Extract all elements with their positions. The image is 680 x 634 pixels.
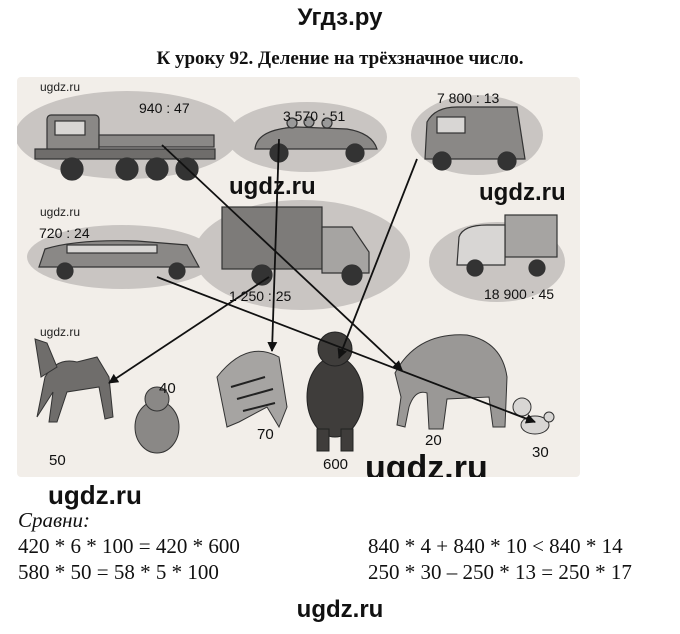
small-truck-drawing (456, 214, 558, 277)
watermark-large: ugdz.ru (48, 480, 142, 510)
tiger-value: 70 (257, 426, 274, 443)
poodle-value: 30 (532, 444, 549, 461)
tiger-drawing (216, 350, 288, 429)
elephant-drawing (394, 334, 508, 430)
watermark-large: ugdz.ru (479, 179, 566, 206)
comparison-right-1: 840 * 4 + 840 * 10 < 840 * 14 (368, 534, 623, 558)
watermark-small: ugdz.ru (40, 80, 81, 94)
horse-value: 50 (49, 452, 66, 469)
matching-arrows (108, 138, 536, 424)
arrow-van-bear (337, 158, 418, 359)
footer-watermark: ugdz.ru (296, 596, 384, 623)
monkey-drawing (134, 386, 180, 454)
arrow-truck-elephant (161, 144, 403, 371)
van-expression: 7 800 : 13 (437, 90, 499, 106)
lesson-heading: К уроку 92. Деление на трёхзначное число… (156, 48, 524, 69)
arrow-convertible-tiger (267, 138, 280, 352)
watermark-large: ugdz.ru (365, 449, 488, 477)
watermark-large: ugdz.ru (229, 173, 316, 200)
watermark-small: ugdz.ru (40, 325, 81, 339)
van-drawing (424, 106, 526, 171)
truck-drawing (34, 114, 216, 181)
covered-truck-expression: 1 250 : 25 (229, 288, 291, 304)
bear-value: 600 (323, 456, 348, 473)
monkey-value: 40 (159, 380, 176, 397)
watermark-small: ugdz.ru (40, 205, 81, 219)
arrow-covered-truck-horse (108, 276, 270, 384)
horse-drawing (34, 338, 114, 423)
illustration-drawing: 940 : 47 3 570 : 51 7 800 : 13 720 : 24 … (17, 90, 565, 473)
limousine-expression: 720 : 24 (39, 225, 90, 241)
comparison-right-2: 250 * 30 – 250 * 13 = 250 * 17 (368, 560, 632, 584)
site-title: Угдз.ру (297, 4, 383, 31)
arrow-limousine-poodle (156, 276, 536, 424)
compare-label: Сравни: (18, 508, 91, 532)
truck-expression: 940 : 47 (139, 100, 190, 116)
limousine-drawing (38, 240, 201, 280)
small-truck-expression: 18 900 : 45 (484, 286, 554, 302)
bear-drawing (306, 331, 364, 452)
convertible-expression: 3 570 : 51 (283, 108, 345, 124)
comparison-left-1: 420 * 6 * 100 = 420 * 600 (18, 534, 240, 558)
comparison-left-2: 580 * 50 = 58 * 5 * 100 (18, 560, 219, 584)
elephant-value: 20 (425, 432, 442, 449)
matching-illustration: 940 : 47 3 570 : 51 7 800 : 13 720 : 24 … (17, 77, 580, 477)
